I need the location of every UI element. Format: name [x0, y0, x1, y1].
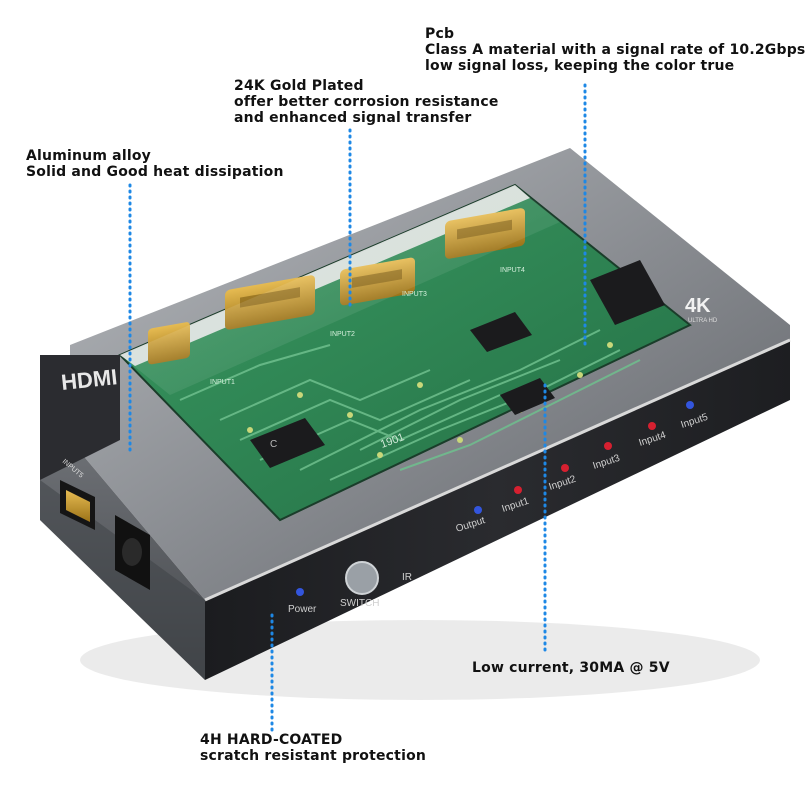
pcb-port-label-3: INPUT3 — [402, 291, 427, 298]
front-panel-edge — [204, 338, 791, 602]
ir-label: IR — [402, 572, 412, 583]
led-input3 — [604, 442, 612, 450]
callout-aluminum: Aluminum alloy Solid and Good heat dissi… — [26, 148, 284, 180]
left-end-panel — [40, 355, 120, 480]
callout-coating-line1: scratch resistant protection — [200, 748, 427, 764]
callout-pcb-title: Pcb — [425, 26, 455, 42]
callout-pcb-line1: Class A material with a signal rate of 1… — [425, 42, 805, 58]
callout-pcb: Pcb Class A material with a signal rate … — [425, 26, 805, 74]
ic-chip-main: C — [250, 418, 325, 468]
led-input4 — [648, 422, 656, 430]
callout-current: Low current, 30MA @ 5V — [472, 660, 670, 676]
4k-badge: 4K — [685, 295, 711, 317]
4k-badge-sub: ULTRA HD — [688, 318, 718, 324]
glass-reflection — [120, 185, 560, 395]
led-input2 — [561, 464, 569, 472]
ic-chip-3 — [500, 378, 555, 415]
callout-coating: 4H HARD-COATED scratch resistant protect… — [200, 732, 426, 764]
led-output — [474, 506, 482, 514]
hdmi-logo: HDMI — [60, 364, 119, 395]
callout-gold-title: 24K Gold Plated — [234, 78, 364, 94]
callout-aluminum-title: Aluminum alloy — [26, 148, 151, 164]
callout-current-title: Low current, 30MA @ 5V — [472, 660, 670, 676]
callout-gold: 24K Gold Plated offer better corrosion r… — [234, 78, 499, 126]
callout-gold-line1: offer better corrosion resistance — [234, 94, 499, 110]
device-shell-side-shade — [40, 480, 205, 680]
pcb-port-label-1: INPUT1 — [210, 379, 235, 386]
ic-chip-label: C — [270, 439, 277, 450]
ic-chip-2 — [470, 312, 532, 352]
callout-pcb-line2: low signal loss, keeping the color true — [425, 58, 735, 74]
switch-label: SWITCH — [340, 598, 379, 609]
side-hdmi-port-input5 — [60, 480, 95, 530]
callout-gold-line2: and enhanced signal transfer — [234, 110, 472, 126]
power-label: Power — [288, 604, 317, 615]
callout-coating-title: 4H HARD-COATED — [200, 732, 343, 748]
led-input1 — [514, 486, 522, 494]
callout-aluminum-line1: Solid and Good heat dissipation — [26, 164, 284, 180]
pcb-port-label-2: INPUT2 — [330, 331, 355, 338]
front-panel — [205, 340, 790, 680]
pcb-port-label-4: INPUT4 — [500, 267, 525, 274]
led-input5 — [686, 401, 694, 409]
led-power — [296, 588, 304, 596]
ic-chip-4 — [590, 260, 665, 325]
switch-button[interactable] — [345, 561, 379, 595]
dc-power-jack — [115, 515, 150, 590]
